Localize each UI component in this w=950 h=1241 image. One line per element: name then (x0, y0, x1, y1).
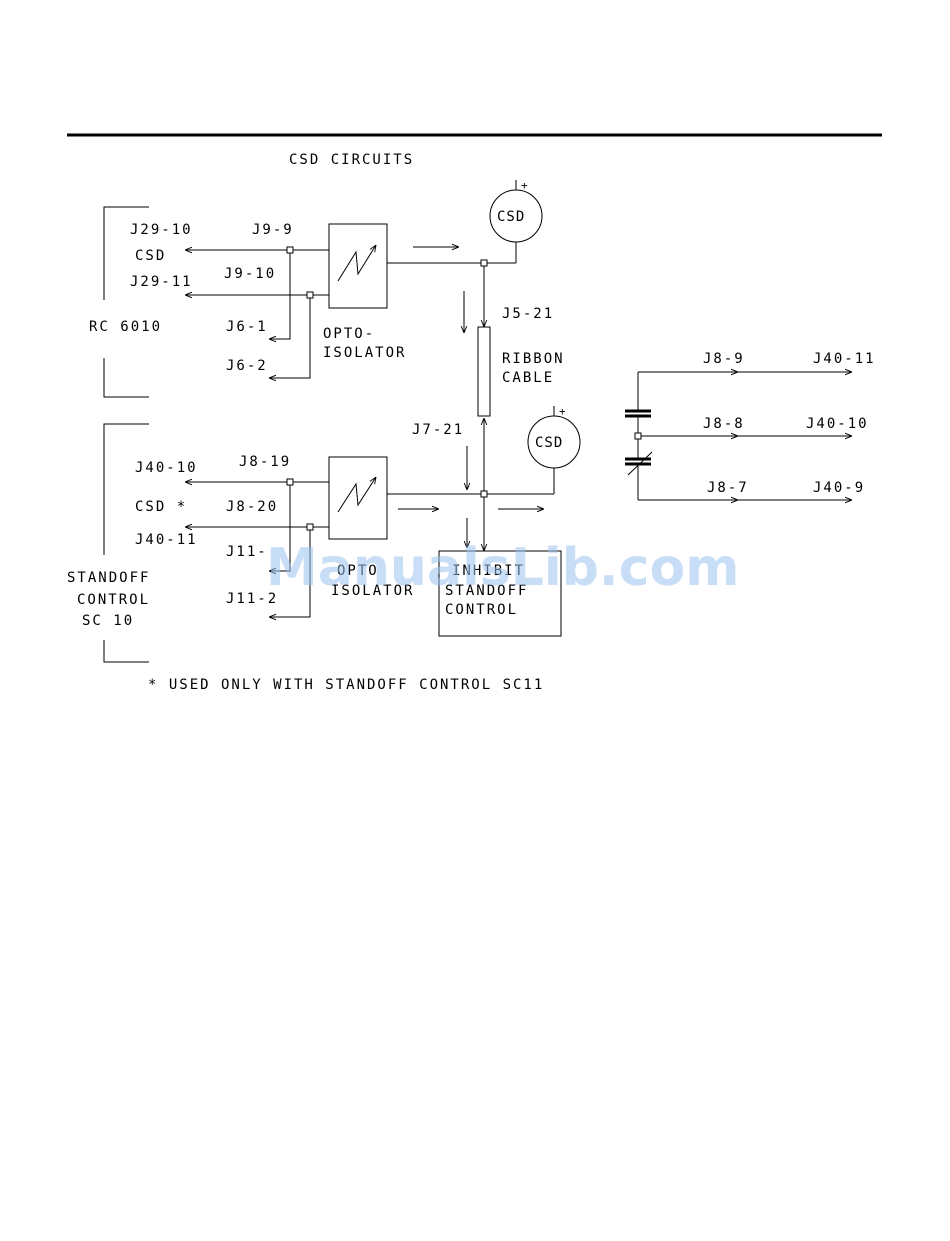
junction-right (634, 432, 642, 440)
csd-meter-bottom-plus: + (559, 405, 568, 418)
watermark: ManualsLib.com (266, 538, 739, 598)
j29-11-label: J29-11 (130, 274, 193, 290)
opto-isolator-1-label-1: OPTO- (323, 326, 375, 342)
junction-j8-19 (286, 478, 294, 486)
wire-j6-1 (269, 253, 291, 339)
junction-bottom (480, 490, 488, 498)
j5-21-label: J5-21 (502, 306, 554, 322)
j8-20-label: J8-20 (226, 499, 278, 515)
standoff-label-1: STANDOFF (67, 570, 150, 586)
j7-21-label: J7-21 (412, 422, 464, 438)
csd-meter-bottom-label: CSD (535, 435, 563, 451)
j8-8-label: J8-8 (703, 416, 745, 432)
opto-isolator-2-symbol (337, 477, 376, 513)
j9-10-label: J9-10 (224, 266, 276, 282)
junction-j8-20 (306, 523, 314, 531)
junction-j9-10 (306, 291, 314, 299)
j6-1-label: J6-1 (226, 319, 268, 335)
footnote: * USED ONLY WITH STANDOFF CONTROL SC11 (148, 677, 544, 693)
standoff-label-3: SC 10 (82, 613, 134, 629)
csd-input-label-1: CSD (135, 248, 166, 264)
j8-19-label: J8-19 (239, 454, 291, 470)
j40-9-output-label: J40-9 (813, 480, 865, 496)
opto-isolator-1-label-2: ISOLATOR (323, 345, 406, 361)
j9-9-label: J9-9 (252, 222, 294, 238)
j40-10-output-label: J40-10 (806, 416, 869, 432)
j8-9-label: J8-9 (703, 351, 745, 367)
ribbon-cable (477, 326, 491, 417)
standoff-label-2: CONTROL (77, 592, 150, 608)
inhibit-label-2: STANDOFF (445, 583, 528, 599)
opto-isolator-1 (328, 223, 388, 309)
opto-isolator-2 (328, 456, 388, 540)
j40-11-input-label: J40-11 (135, 532, 198, 548)
ribbon-cable-label-1: RIBBON (502, 351, 565, 367)
diagram-title: CSD CIRCUITS (289, 152, 414, 168)
wire-j6-2 (269, 298, 311, 378)
csd-meter-top-plus: + (521, 179, 530, 192)
j40-10-input-label: J40-10 (135, 460, 198, 476)
j29-10-label: J29-10 (130, 222, 193, 238)
inhibit-label-3: CONTROL (445, 602, 518, 618)
opto-isolator-2-label-1: OPTO (337, 563, 379, 579)
opto-isolator-2-label-2: ISOLATOR (331, 583, 414, 599)
j8-7-label: J8-7 (707, 480, 749, 496)
junction-top (480, 259, 488, 267)
ribbon-cable-label-2: CABLE (502, 370, 554, 386)
variable-capacitor-slash (627, 451, 653, 476)
j6-2-label: J6-2 (226, 358, 268, 374)
wire-j11-1 (269, 485, 291, 571)
inhibit-standoff-control-box (438, 550, 562, 637)
wire-j11-2 (269, 530, 311, 617)
j40-11-output-label: J40-11 (813, 351, 876, 367)
j11-1-label: J11- (226, 544, 268, 560)
junction-j9-9 (286, 246, 294, 254)
csd-input-label-2: CSD * (135, 499, 187, 515)
standoff-bracket (103, 423, 149, 663)
inhibit-label-1: INHIBIT (452, 563, 525, 579)
rc6010-label: RC 6010 (89, 319, 162, 335)
rc6010-bracket (103, 206, 149, 398)
j11-2-label: J11-2 (226, 591, 278, 607)
csd-meter-top-label: CSD (497, 209, 525, 225)
opto-isolator-1-symbol (337, 245, 376, 282)
